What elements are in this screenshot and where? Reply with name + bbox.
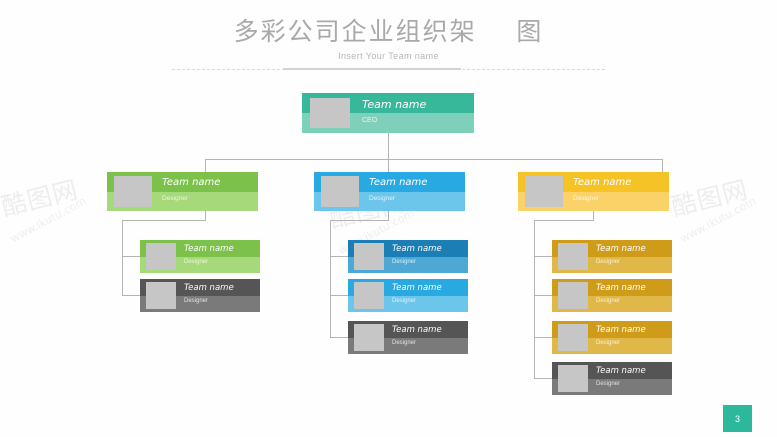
node-role: CEO: [362, 117, 378, 124]
connector-yellow-child-4: [534, 378, 552, 379]
connector-green-stem: [205, 211, 206, 220]
node-role: Designer: [392, 340, 417, 346]
node-yellow-child-3[interactable]: Team name Designer: [552, 321, 672, 354]
node-title: Team name: [184, 283, 234, 293]
node-role: Designer: [573, 195, 600, 202]
node-yellow-child-4[interactable]: Team name Designer: [552, 362, 672, 395]
connector-yellow-elbow: [534, 220, 594, 221]
header-divider-solid: [283, 68, 461, 70]
page-title: 多彩公司企业组织架 图: [233, 17, 544, 46]
node-title: Team name: [369, 177, 428, 188]
connector-yellow-child-1: [534, 256, 552, 257]
node-blue-child-2[interactable]: Team name Designer: [348, 279, 468, 312]
connector-yellow-rail: [534, 220, 535, 378]
connector-drop-yellow: [662, 159, 663, 172]
node-title: Team name: [392, 283, 442, 293]
node-avatar-placeholder: [354, 243, 384, 270]
node-title: Team name: [596, 325, 646, 335]
page-number-badge: 3: [723, 405, 752, 432]
watermark-en-text: www.ikutu.com: [8, 194, 89, 246]
connector-blue-stem: [388, 211, 389, 220]
node-role: Designer: [596, 381, 621, 387]
connector-drop-blue: [388, 159, 389, 172]
node-title: Team name: [573, 177, 632, 188]
connector-green-child-2: [122, 295, 140, 296]
node-yellow-lead[interactable]: Team name Designer: [518, 172, 669, 211]
connector-blue-elbow: [330, 220, 389, 221]
connector-yellow-stem: [593, 211, 594, 220]
node-role: Designer: [596, 340, 621, 346]
node-avatar-placeholder: [146, 282, 176, 309]
watermark-cn-text: 酷图网: [668, 174, 752, 222]
node-green-child-1[interactable]: Team name Designer: [140, 240, 260, 273]
connector-yellow-child-3: [534, 337, 552, 338]
connector-drop-green: [205, 159, 206, 172]
node-green-lead[interactable]: Team name Designer: [107, 172, 258, 211]
connector-blue-child-3: [330, 337, 348, 338]
node-title: Team name: [184, 244, 234, 254]
connector-green-child-1: [122, 256, 140, 257]
node-avatar-placeholder: [310, 98, 350, 128]
node-avatar-placeholder: [558, 324, 588, 351]
node-ceo[interactable]: Team name CEO: [302, 93, 474, 133]
node-blue-child-3[interactable]: Team name Designer: [348, 321, 468, 354]
watermark-right: 酷图网 www.ikutu.com: [668, 174, 759, 246]
node-yellow-child-2[interactable]: Team name Designer: [552, 279, 672, 312]
node-avatar-placeholder: [354, 324, 384, 351]
node-avatar-placeholder: [525, 176, 563, 207]
node-blue-child-1[interactable]: Team name Designer: [348, 240, 468, 273]
node-avatar-placeholder: [558, 243, 588, 270]
node-green-child-2[interactable]: Team name Designer: [140, 279, 260, 312]
node-avatar-placeholder: [354, 282, 384, 309]
node-title: Team name: [392, 325, 442, 335]
node-avatar-placeholder: [558, 365, 588, 392]
node-title: Team name: [596, 244, 646, 254]
node-role: Designer: [392, 298, 417, 304]
connector-blue-rail: [330, 220, 331, 337]
node-title: Team name: [392, 244, 442, 254]
node-role: Designer: [184, 259, 209, 265]
connector-green-rail: [122, 220, 123, 296]
node-title: Team name: [596, 283, 646, 293]
node-avatar-placeholder: [558, 282, 588, 309]
node-role: Designer: [369, 195, 396, 202]
watermark-en-text: www.ikutu.com: [678, 194, 759, 246]
node-yellow-child-1[interactable]: Team name Designer: [552, 240, 672, 273]
watermark-left: 酷图网 www.ikutu.com: [0, 174, 88, 246]
node-role: Designer: [596, 298, 621, 304]
node-role: Designer: [162, 195, 189, 202]
node-title: Team name: [596, 366, 646, 376]
connector-level2-bus: [205, 159, 662, 160]
connector-blue-child-1: [330, 256, 348, 257]
node-avatar-placeholder: [114, 176, 152, 207]
node-role: Designer: [596, 259, 621, 265]
connector-ceo-drop: [388, 132, 389, 159]
connector-yellow-child-2: [534, 295, 552, 296]
page-subtitle: Insert Your Team name: [338, 51, 439, 61]
connector-blue-child-2: [330, 295, 348, 296]
connector-green-elbow: [122, 220, 206, 221]
watermark-cn-text: 酷图网: [0, 174, 82, 222]
node-role: Designer: [392, 259, 417, 265]
node-avatar-placeholder: [321, 176, 359, 207]
node-title: Team name: [362, 98, 427, 111]
node-avatar-placeholder: [146, 243, 176, 270]
node-blue-lead[interactable]: Team name Designer: [314, 172, 465, 211]
node-title: Team name: [162, 177, 221, 188]
node-role: Designer: [184, 298, 209, 304]
